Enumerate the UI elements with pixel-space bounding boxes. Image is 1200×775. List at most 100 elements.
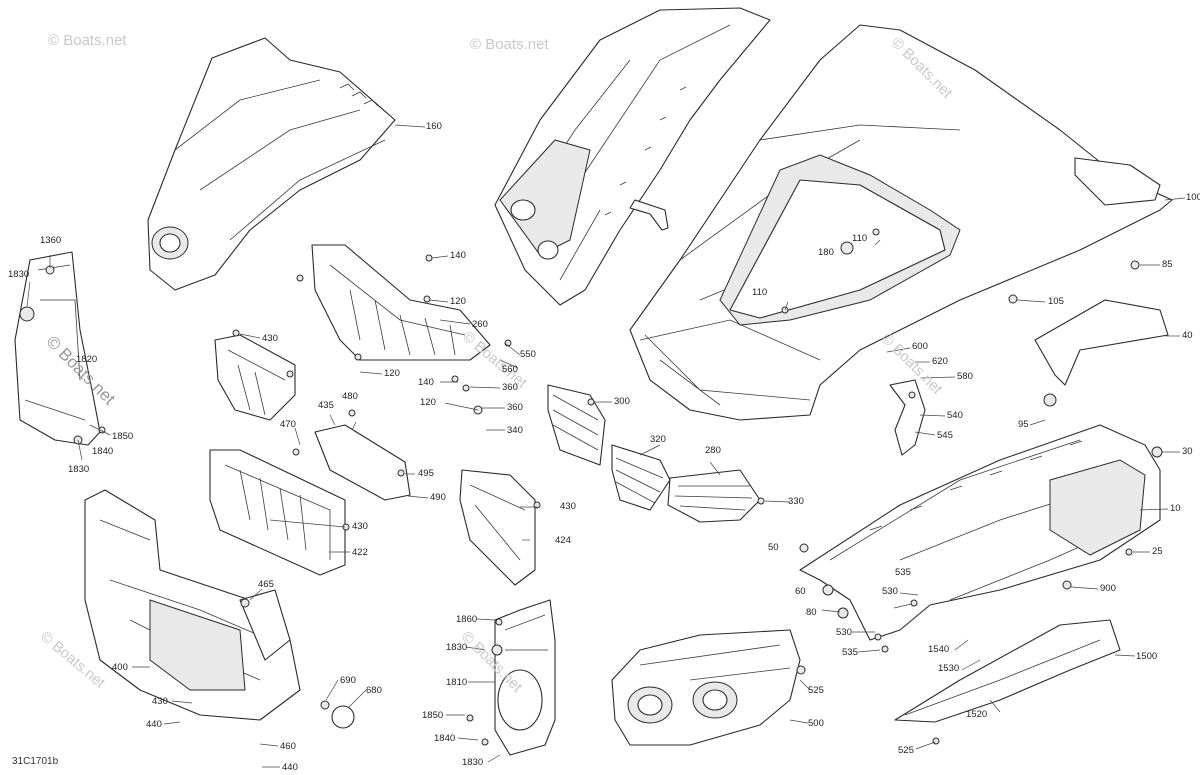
callout-495[interactable]: 495 xyxy=(418,468,434,479)
leader-lines xyxy=(26,124,1186,768)
callout-580[interactable]: 580 xyxy=(957,371,973,382)
callout-100[interactable]: 100 xyxy=(1186,192,1200,203)
callout-422[interactable]: 422 xyxy=(352,547,368,558)
callout-540[interactable]: 540 xyxy=(947,410,963,421)
part-260-center-bracket[interactable] xyxy=(296,244,491,361)
callout-260[interactable]: 260 xyxy=(472,319,488,330)
part-1810-inner-panel[interactable] xyxy=(491,599,556,756)
part-430-bracket[interactable] xyxy=(214,334,296,421)
watermark: © Boats.net xyxy=(470,36,549,53)
part-422-frame[interactable] xyxy=(209,449,346,576)
callout-110[interactable]: 110 xyxy=(852,233,868,244)
callout-120[interactable]: 120 xyxy=(450,296,466,307)
callout-400[interactable]: 400 xyxy=(112,662,128,673)
callout-1830[interactable]: 1830 xyxy=(68,464,90,475)
callout-85[interactable]: 85 xyxy=(1162,259,1173,270)
callout-40[interactable]: 40 xyxy=(1182,330,1193,341)
callout-1850[interactable]: 1850 xyxy=(112,431,134,442)
callout-435[interactable]: 435 xyxy=(318,400,334,411)
callout-1520[interactable]: 1520 xyxy=(966,709,988,720)
callout-1860[interactable]: 1860 xyxy=(456,614,478,625)
callout-1830[interactable]: 1830 xyxy=(8,269,30,280)
part-680-cap[interactable] xyxy=(331,705,355,729)
callout-120[interactable]: 120 xyxy=(420,397,436,408)
callout-30[interactable]: 30 xyxy=(1182,446,1193,457)
part-400-lower-body[interactable] xyxy=(84,489,301,721)
callout-470[interactable]: 470 xyxy=(280,419,296,430)
callout-120[interactable]: 120 xyxy=(384,368,400,379)
callout-1540[interactable]: 1540 xyxy=(928,644,950,655)
callout-560[interactable]: 560 xyxy=(502,364,518,375)
callout-1810[interactable]: 1810 xyxy=(446,677,468,688)
callout-160[interactable]: 160 xyxy=(426,121,442,132)
callout-430[interactable]: 430 xyxy=(560,501,576,512)
callout-480[interactable]: 480 xyxy=(342,391,358,402)
callout-110[interactable]: 110 xyxy=(752,287,768,298)
callout-1830[interactable]: 1830 xyxy=(446,642,468,653)
callout-430[interactable]: 430 xyxy=(352,521,368,532)
callout-440[interactable]: 440 xyxy=(146,719,162,730)
callout-1500[interactable]: 1500 xyxy=(1136,651,1158,662)
callout-95[interactable]: 95 xyxy=(1018,419,1029,430)
callout-80[interactable]: 80 xyxy=(806,607,817,618)
callout-330[interactable]: 330 xyxy=(788,496,804,507)
part-40-cover[interactable] xyxy=(1034,299,1169,386)
callout-530[interactable]: 530 xyxy=(836,627,852,638)
callout-550[interactable]: 550 xyxy=(520,349,536,360)
callout-360[interactable]: 360 xyxy=(507,402,523,413)
part-500-headlight[interactable] xyxy=(611,629,801,746)
callout-25[interactable]: 25 xyxy=(1152,546,1163,557)
callout-465[interactable]: 465 xyxy=(258,579,274,590)
part-280-grille[interactable] xyxy=(667,469,761,523)
callout-140[interactable]: 140 xyxy=(418,377,434,388)
callout-600[interactable]: 600 xyxy=(912,341,928,352)
part-10-right-fender[interactable] xyxy=(799,424,1161,641)
callout-50[interactable]: 50 xyxy=(768,542,779,553)
diagram-code: 31C1701b xyxy=(12,756,59,767)
callout-360[interactable]: 360 xyxy=(502,382,518,393)
callout-530[interactable]: 530 xyxy=(882,586,898,597)
callout-300[interactable]: 300 xyxy=(614,396,630,407)
part-300-grille[interactable] xyxy=(547,384,606,466)
callout-1360[interactable]: 1360 xyxy=(40,235,62,246)
callout-140[interactable]: 140 xyxy=(450,250,466,261)
callout-60[interactable]: 60 xyxy=(795,586,806,597)
callout-340[interactable]: 340 xyxy=(507,425,523,436)
fasteners xyxy=(232,228,1163,746)
callout-535[interactable]: 535 xyxy=(842,647,858,658)
callout-460[interactable]: 460 xyxy=(280,741,296,752)
callout-900[interactable]: 900 xyxy=(1100,583,1116,594)
callout-680[interactable]: 680 xyxy=(366,685,382,696)
callout-105[interactable]: 105 xyxy=(1048,296,1064,307)
callout-690[interactable]: 690 xyxy=(340,675,356,686)
callout-440[interactable]: 440 xyxy=(282,762,298,773)
callout-500[interactable]: 500 xyxy=(808,718,824,729)
callout-320[interactable]: 320 xyxy=(650,434,666,445)
callout-180[interactable]: 180 xyxy=(818,247,834,258)
callout-525[interactable]: 525 xyxy=(898,745,914,756)
callout-525[interactable]: 525 xyxy=(808,685,824,696)
callout-1530[interactable]: 1530 xyxy=(938,663,960,674)
callout-280[interactable]: 280 xyxy=(705,445,721,456)
callout-535[interactable]: 535 xyxy=(895,567,911,578)
callout-430[interactable]: 430 xyxy=(262,333,278,344)
callout-620[interactable]: 620 xyxy=(932,356,948,367)
part-left-fender[interactable] xyxy=(494,7,771,306)
part-320-grille[interactable] xyxy=(611,444,671,511)
callout-424[interactable]: 424 xyxy=(555,535,571,546)
part-424-panel[interactable] xyxy=(459,469,536,586)
part-540-bracket[interactable] xyxy=(889,379,926,456)
callout-430[interactable]: 430 xyxy=(152,696,168,707)
callout-1830[interactable]: 1830 xyxy=(462,757,484,768)
callout-10[interactable]: 10 xyxy=(1170,503,1181,514)
callout-545[interactable]: 545 xyxy=(937,430,953,441)
part-160-front-cover[interactable] xyxy=(147,37,396,291)
part-490-plate[interactable] xyxy=(314,424,411,501)
callout-1850[interactable]: 1850 xyxy=(422,710,444,721)
callout-490[interactable]: 490 xyxy=(430,492,446,503)
callout-1840[interactable]: 1840 xyxy=(434,733,456,744)
part-1500-rail[interactable] xyxy=(894,619,1121,723)
part-100-main-body[interactable] xyxy=(629,24,1173,421)
callout-1820[interactable]: 1820 xyxy=(76,354,98,365)
callout-1840[interactable]: 1840 xyxy=(92,446,114,457)
